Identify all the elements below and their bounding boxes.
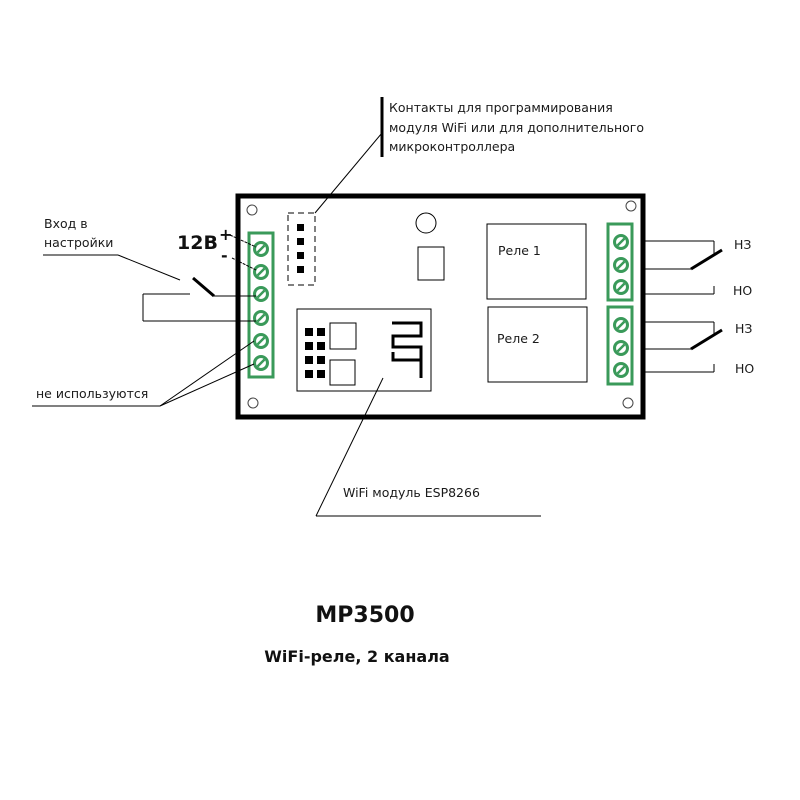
plus-lead xyxy=(229,234,257,248)
programming-header-pins xyxy=(297,224,304,273)
mounting-hole-icon xyxy=(622,397,634,409)
relay1-switch-icon xyxy=(690,248,723,271)
programming-label-line3: микроконтроллера xyxy=(389,139,515,154)
relay-1-label: Реле 1 xyxy=(498,243,541,258)
unused-leader-2 xyxy=(159,363,255,407)
relay1-nc-label: НЗ xyxy=(734,237,751,252)
settings-input-label-line1: Вход в xyxy=(44,216,88,231)
terminal-screw-icon xyxy=(253,333,269,349)
esp8266-pads xyxy=(305,328,325,378)
wifi-module-label: WiFi модуль ESP8266 xyxy=(343,485,480,500)
mounting-hole-icon xyxy=(246,204,258,216)
minus-lead xyxy=(231,257,257,271)
terminal-screw-icon xyxy=(613,279,629,295)
programming-header-outline xyxy=(287,212,316,286)
button-component-icon xyxy=(415,212,437,234)
relay-2-label: Реле 2 xyxy=(497,331,540,346)
right-terminal-screws xyxy=(613,234,629,378)
header-pin xyxy=(297,238,304,245)
header-pin xyxy=(297,252,304,259)
relay-1 xyxy=(486,223,587,300)
terminal-screw-icon xyxy=(613,257,629,273)
minus-label: - xyxy=(221,246,228,265)
terminal-screw-icon xyxy=(253,241,269,257)
mounting-hole-icon xyxy=(625,200,637,212)
right-terminal-block-2 xyxy=(606,305,634,386)
plus-label: + xyxy=(219,225,232,244)
settings-input-label-line2: настройки xyxy=(44,235,113,250)
terminal-screw-icon xyxy=(613,317,629,333)
unused-leader-1 xyxy=(159,340,255,407)
unused-label: не используются xyxy=(36,386,148,401)
terminal-screw-icon xyxy=(253,310,269,326)
settings-switch-icon xyxy=(192,276,215,298)
left-terminal-block xyxy=(247,231,275,379)
device-title: MP3500 xyxy=(315,603,414,628)
relay2-switch-icon xyxy=(690,328,723,351)
small-component xyxy=(417,246,445,281)
programming-label-line2: модуля WiFi или для дополнительного xyxy=(389,120,644,135)
terminal-screw-icon xyxy=(253,355,269,371)
callout-leader-programming xyxy=(314,132,383,214)
antenna-icon xyxy=(391,321,423,378)
power-label: 12В xyxy=(177,232,218,254)
header-pin xyxy=(297,266,304,273)
mounting-hole-icon xyxy=(247,397,259,409)
wifi-callout-leader xyxy=(315,377,384,517)
header-pin xyxy=(297,224,304,231)
relay1-no-label: НО xyxy=(733,283,752,298)
esp8266-chip xyxy=(329,322,357,350)
terminal-screw-icon xyxy=(253,286,269,302)
terminal-screw-icon xyxy=(613,234,629,250)
terminal-screw-icon xyxy=(253,264,269,280)
left-terminal-screws xyxy=(253,241,269,371)
esp8266-flash xyxy=(329,359,356,386)
relay2-no-label: НО xyxy=(735,361,754,376)
relay2-nc-label: НЗ xyxy=(735,321,752,336)
programming-label-line1: Контакты для программирования xyxy=(389,100,613,115)
right-terminal-block-1 xyxy=(606,222,634,302)
relay-2 xyxy=(487,306,588,383)
settings-label-leader xyxy=(117,254,181,281)
terminal-screw-icon xyxy=(613,340,629,356)
device-subtitle: WiFi-реле, 2 канала xyxy=(264,647,449,666)
terminal-screw-icon xyxy=(613,362,629,378)
